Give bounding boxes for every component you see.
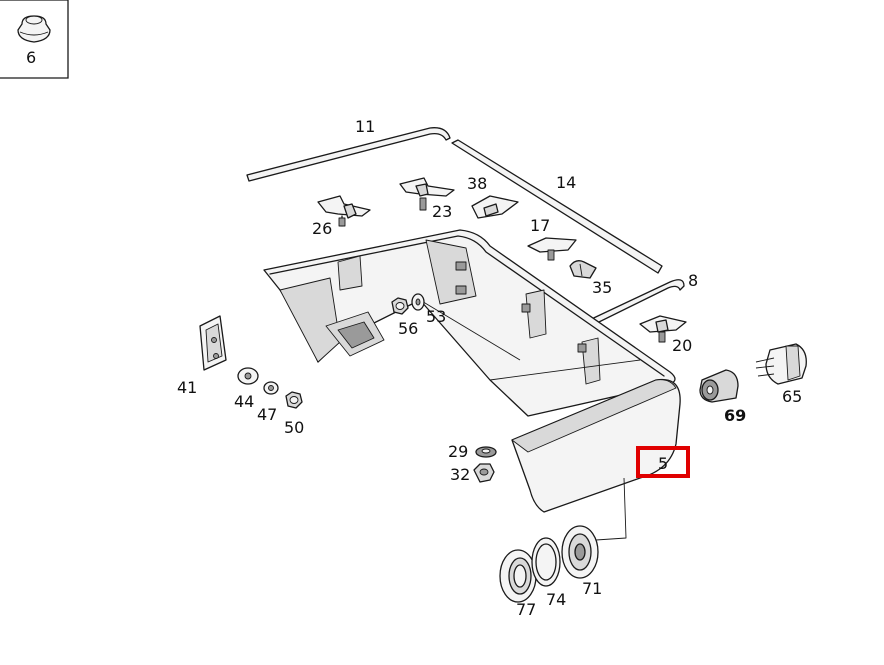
nut-32[interactable] [473,463,495,483]
ring-77[interactable] [499,549,537,603]
bracket-41[interactable] [199,315,227,371]
label-53: 53 [426,307,446,326]
label-11: 11 [355,117,375,136]
label-44: 44 [234,392,254,411]
sensor-69[interactable] [699,369,739,403]
label-29: 29 [448,442,468,461]
bumper-cover-5[interactable] [511,378,681,541]
clip-20[interactable] [639,315,687,343]
washer-47[interactable] [263,381,279,395]
label-20: 20 [672,336,692,355]
label-17: 17 [530,216,550,235]
label-50: 50 [284,418,304,437]
washer-44[interactable] [237,367,259,385]
label-77: 77 [516,600,536,619]
inset-part-6[interactable]: 6 [0,0,69,79]
washer-53[interactable] [411,293,425,311]
label-69: 69 [724,406,746,425]
label-47: 47 [257,405,277,424]
label-14: 14 [556,173,576,192]
label-38: 38 [467,174,487,193]
label-71: 71 [582,579,602,598]
trim-strip-14[interactable] [451,139,663,274]
label-8: 8 [688,271,698,290]
clip-38[interactable] [471,195,519,219]
bumper-support-frame[interactable] [263,229,676,417]
clip-35[interactable] [569,260,597,279]
label-56: 56 [398,319,418,338]
nut-56[interactable] [391,297,409,315]
clip-23[interactable] [399,177,455,211]
label-32: 32 [450,465,470,484]
sensor-65[interactable] [755,343,807,385]
label-26: 26 [312,219,332,238]
ring-74[interactable] [531,537,561,587]
label-41: 41 [177,378,197,397]
highlight-box-part-5 [636,446,690,478]
clip-26[interactable] [317,195,371,227]
label-6: 6 [26,48,36,67]
label-23: 23 [432,202,452,221]
label-5: 5 [658,454,668,473]
washer-29[interactable] [475,446,497,458]
label-35: 35 [592,278,612,297]
label-65: 65 [782,387,802,406]
label-74: 74 [546,590,566,609]
clip-17[interactable] [527,237,577,261]
trim-strip-11[interactable] [246,127,451,182]
housing-71[interactable] [561,525,599,579]
nut-50[interactable] [285,391,303,409]
